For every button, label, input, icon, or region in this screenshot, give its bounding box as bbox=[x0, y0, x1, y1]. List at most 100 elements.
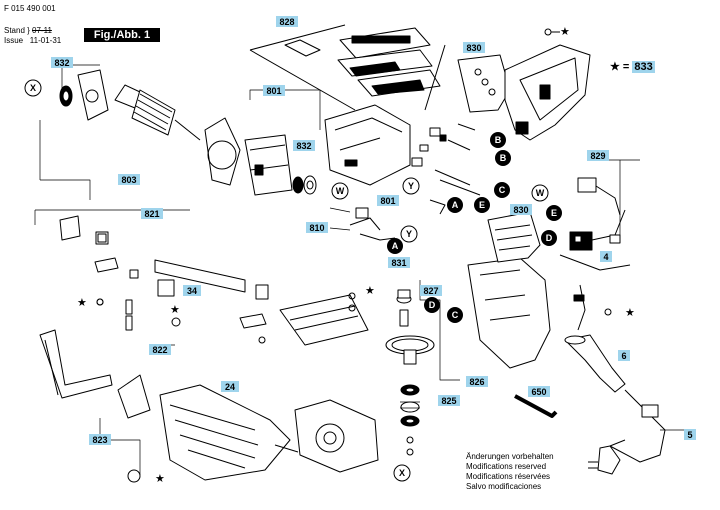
part-6-cable-sleeve bbox=[564, 334, 626, 393]
svg-text:822: 822 bbox=[152, 345, 167, 355]
svg-text:B: B bbox=[495, 135, 502, 145]
svg-text:D: D bbox=[546, 233, 553, 243]
svg-text:832: 832 bbox=[54, 58, 69, 68]
figure-badge: Fig./Abb. 1 bbox=[84, 28, 160, 42]
part-828-cover-set bbox=[249, 24, 446, 111]
svg-text:W: W bbox=[536, 188, 545, 198]
part-823-foot-plate bbox=[39, 329, 113, 399]
star-legend: ★ = 833 bbox=[610, 61, 655, 73]
marker-y-top: Y bbox=[402, 177, 420, 195]
label-823: 823 bbox=[89, 434, 111, 445]
label-650: 650 bbox=[528, 386, 550, 397]
note-line: Änderungen vorbehalten bbox=[466, 452, 554, 461]
marker-a-1: A bbox=[447, 197, 463, 213]
label-6: 6 bbox=[618, 350, 630, 361]
star-icon: ★ bbox=[560, 25, 570, 38]
svg-text:825: 825 bbox=[441, 396, 456, 406]
svg-text:E: E bbox=[479, 200, 485, 210]
svg-text:803: 803 bbox=[121, 175, 136, 185]
label-5: 5 bbox=[684, 429, 696, 440]
part-housing-shell-right bbox=[504, 44, 591, 141]
label-832-left: 832 bbox=[51, 57, 73, 68]
marker-e-1: E bbox=[474, 197, 490, 213]
svg-text:B: B bbox=[500, 153, 507, 163]
label-828: 828 bbox=[276, 16, 298, 27]
svg-text:A: A bbox=[392, 241, 399, 251]
svg-text:34: 34 bbox=[187, 286, 197, 296]
part-826-gear-set bbox=[385, 289, 435, 456]
svg-text:801: 801 bbox=[380, 196, 395, 206]
label-24: 24 bbox=[221, 381, 239, 392]
part-832-bearing-left bbox=[59, 85, 73, 107]
svg-text:650: 650 bbox=[531, 387, 546, 397]
issue-line: Issue 11-01-31 bbox=[4, 36, 62, 45]
note-line: Modifications reserved bbox=[466, 462, 547, 471]
marker-d-1: D bbox=[541, 230, 557, 246]
label-803: 803 bbox=[118, 174, 140, 185]
label-825: 825 bbox=[438, 395, 460, 406]
part-gearbox bbox=[274, 399, 379, 473]
svg-text:823: 823 bbox=[92, 435, 107, 445]
svg-text:C: C bbox=[452, 310, 459, 320]
svg-text:C: C bbox=[499, 185, 506, 195]
part-821-spindle-set bbox=[59, 215, 269, 344]
label-830-top: 830 bbox=[463, 42, 485, 53]
marker-d-2: D bbox=[424, 297, 440, 313]
star-icon: ★ bbox=[625, 306, 635, 319]
part-650-hex-key bbox=[514, 394, 558, 418]
part-5-power-cord bbox=[588, 389, 666, 475]
doc-number: F 015 490 001 bbox=[4, 4, 56, 13]
note-line: Modifications réservées bbox=[466, 472, 551, 481]
label-4: 4 bbox=[600, 251, 612, 262]
label-821: 821 bbox=[141, 208, 163, 219]
part-829-switch bbox=[559, 177, 631, 331]
part-24-housing bbox=[159, 384, 291, 481]
label-801-mid: 801 bbox=[377, 195, 399, 206]
svg-text:E: E bbox=[551, 208, 557, 218]
svg-text:6: 6 bbox=[621, 351, 626, 361]
label-822: 822 bbox=[149, 344, 171, 355]
marker-x-top: X bbox=[24, 79, 42, 97]
svg-text:801: 801 bbox=[266, 86, 281, 96]
part-830-handle-cover-lower bbox=[487, 211, 541, 263]
svg-text:828: 828 bbox=[279, 17, 294, 27]
marker-w-right: W bbox=[531, 184, 549, 202]
svg-text:821: 821 bbox=[144, 209, 159, 219]
part-brush-holders bbox=[349, 123, 481, 241]
part-handle-shell-left bbox=[467, 257, 551, 369]
modification-notes: Änderungen vorbehalten Modifications res… bbox=[466, 452, 554, 492]
svg-text:810: 810 bbox=[309, 223, 324, 233]
label-827: 827 bbox=[420, 285, 442, 296]
star-icon: ★ bbox=[155, 472, 165, 485]
part-gear-cover bbox=[279, 294, 369, 346]
label-34: 34 bbox=[183, 285, 201, 296]
svg-text:X: X bbox=[30, 83, 36, 93]
part-fan-plate bbox=[77, 69, 109, 121]
part-screws bbox=[96, 28, 612, 483]
marker-c-2: C bbox=[447, 307, 463, 323]
svg-text:831: 831 bbox=[391, 258, 406, 268]
marker-a-2: A bbox=[387, 238, 403, 254]
svg-text:Y: Y bbox=[408, 181, 414, 191]
svg-text:Y: Y bbox=[406, 229, 412, 239]
note-line: Salvo modificaciones bbox=[466, 482, 542, 491]
part-832-bearing-right bbox=[292, 175, 317, 195]
svg-text:830: 830 bbox=[513, 205, 528, 215]
marker-b-1: B bbox=[490, 132, 506, 148]
svg-text:A: A bbox=[452, 200, 459, 210]
svg-text:W: W bbox=[336, 186, 345, 196]
stand-line: Stand } 07-11 bbox=[4, 26, 52, 35]
marker-c-1: C bbox=[494, 182, 510, 198]
label-829: 829 bbox=[587, 150, 609, 161]
part-830-handle-cover-top bbox=[457, 54, 511, 113]
marker-b-2: B bbox=[495, 150, 511, 166]
svg-text:D: D bbox=[429, 300, 436, 310]
svg-text:X: X bbox=[399, 468, 405, 478]
part-801-stator bbox=[204, 117, 293, 196]
marker-e-2: E bbox=[546, 205, 562, 221]
label-830-lower: 830 bbox=[510, 204, 532, 215]
part-blade-clamp bbox=[117, 374, 151, 419]
svg-text:832: 832 bbox=[296, 141, 311, 151]
svg-text:827: 827 bbox=[423, 286, 438, 296]
